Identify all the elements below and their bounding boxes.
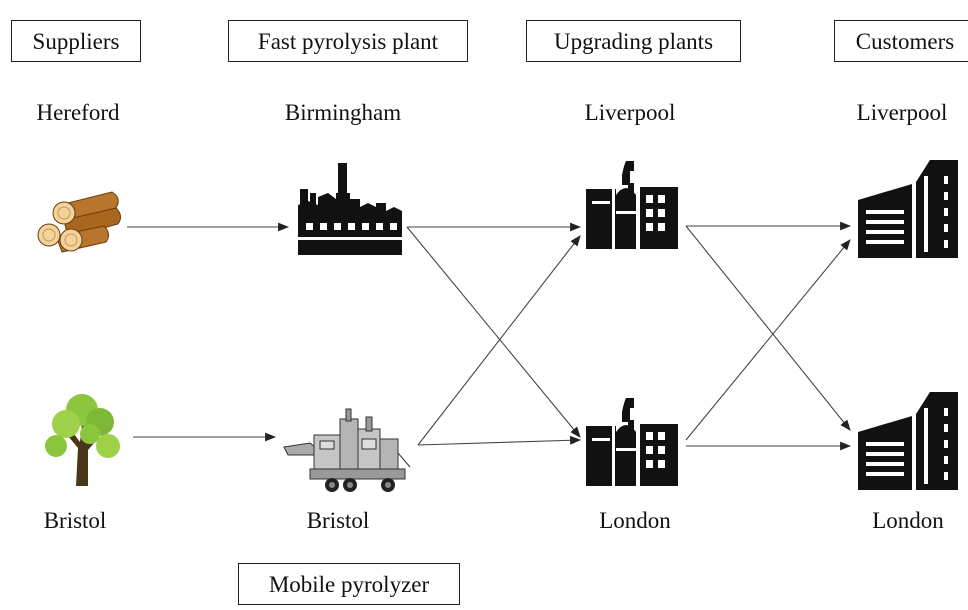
customer-liverpool-label: Liverpool	[856, 100, 948, 125]
pyrolysis-bristol-label: Bristol	[306, 508, 370, 533]
arrow-birmingham-to-london	[406, 226, 581, 438]
customers-header: Customers	[834, 20, 968, 62]
arrow-london-to-customer-liverpool	[685, 239, 851, 441]
customer-london-label: London	[872, 508, 944, 533]
upgrading-liverpool-label: Liverpool	[584, 100, 676, 125]
office-building-icon-london	[858, 392, 958, 490]
supplier-hereford-label: Hereford	[36, 100, 120, 125]
supplier-bristol-label: Bristol	[43, 508, 107, 533]
tree-icon	[45, 394, 120, 486]
upgrading-london-label: London	[599, 508, 671, 533]
pyrolysis-birmingham-label: Birmingham	[284, 100, 402, 125]
refinery-icon-london	[586, 398, 678, 486]
suppliers-header: Suppliers	[11, 20, 141, 62]
office-building-icon-liverpool	[858, 160, 958, 258]
wood-logs-icon	[37, 191, 122, 253]
mobile-pyrolyzer-label: Mobile pyrolyzer	[238, 563, 460, 605]
arrow-liverpool-to-customer-london	[685, 225, 851, 431]
arrow-mobile-to-london	[417, 435, 582, 446]
arrow-mobile-to-liverpool	[417, 235, 581, 446]
upgrading-plants-header: Upgrading plants	[526, 20, 741, 62]
fast-pyrolysis-header: Fast pyrolysis plant	[228, 20, 468, 62]
factory-icon	[298, 163, 402, 255]
mobile-pyrolyzer-machine-icon	[283, 408, 411, 492]
refinery-icon-liverpool	[586, 161, 678, 249]
